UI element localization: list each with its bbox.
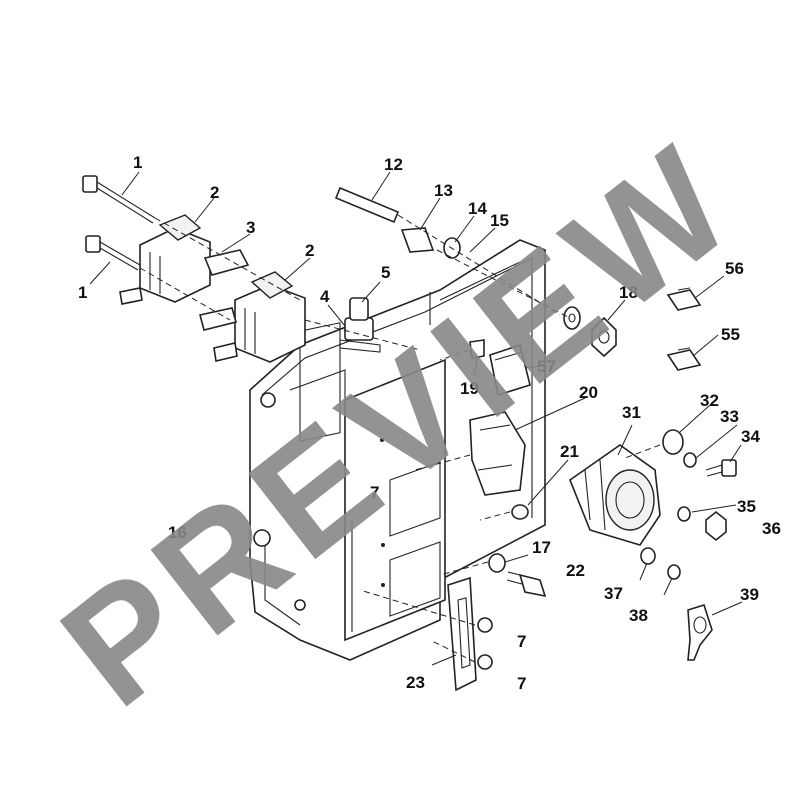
callout-37: 37 (604, 584, 623, 603)
callout-31: 31 (622, 403, 641, 422)
callout-32: 32 (700, 391, 719, 410)
callout-22: 22 (566, 561, 585, 580)
solenoid-lower (199, 271, 306, 363)
callout-3: 3 (246, 218, 255, 237)
grommet (662, 429, 684, 455)
push-switch (339, 297, 381, 353)
callout-4: 4 (320, 287, 330, 306)
terminal-boot (687, 603, 713, 661)
cap (511, 504, 529, 520)
callout-1-upper: 1 (133, 153, 142, 172)
callout-2-upper: 2 (210, 183, 219, 202)
callout-7-lower-nut: 7 (517, 674, 526, 693)
stud (334, 186, 400, 224)
callout-33: 33 (720, 407, 739, 426)
fuse-56 (666, 287, 702, 311)
module (469, 411, 526, 496)
relay-57 (489, 343, 531, 397)
callout-15: 15 (490, 211, 509, 230)
callout-16: 16 (168, 523, 187, 542)
nut-7-upper (477, 617, 493, 633)
bolt-34 (705, 459, 737, 477)
bolt-upper (82, 175, 156, 224)
callout-7-upper-nut: 7 (517, 632, 526, 651)
callout-18: 18 (619, 283, 638, 302)
callout-38: 38 (629, 606, 648, 625)
callout-labels: 1 1 2 2 3 4 5 7 7 7 12 13 14 15 16 17 18… (78, 153, 781, 693)
leader-lines (89, 171, 743, 666)
callout-34: 34 (741, 427, 760, 446)
starter-solenoid (569, 444, 661, 546)
callout-13: 13 (434, 181, 453, 200)
callout-20: 20 (579, 383, 598, 402)
sleeve (400, 227, 435, 253)
nut-36 (705, 510, 727, 542)
callout-2-lower: 2 (305, 241, 314, 260)
washer-35 (677, 506, 691, 522)
spring-38 (667, 564, 681, 580)
callout-35: 35 (737, 497, 756, 516)
fuse-55 (666, 347, 702, 371)
washer-lower (488, 553, 506, 573)
callout-36: 36 (762, 519, 781, 538)
cover-plate (344, 358, 446, 642)
callout-17: 17 (532, 538, 551, 557)
bolt-22 (506, 571, 547, 598)
nut (591, 316, 617, 358)
callout-55: 55 (721, 325, 740, 344)
callout-5: 5 (381, 263, 390, 282)
callout-1-lower: 1 (78, 283, 87, 302)
callout-12: 12 (384, 155, 403, 174)
callout-23: 23 (406, 673, 425, 692)
callout-39: 39 (740, 585, 759, 604)
bracket (447, 576, 477, 692)
bolt-lower (85, 235, 141, 271)
solenoid-upper (119, 214, 250, 305)
callout-56: 56 (725, 259, 744, 278)
callout-14: 14 (468, 199, 487, 218)
washer-upper (563, 306, 581, 330)
small-plug (469, 339, 485, 359)
callout-19: 19 (460, 379, 479, 398)
washer-33 (683, 452, 697, 468)
nut-37 (640, 547, 656, 565)
assembly-lines (139, 214, 661, 663)
callout-7-middle: 7 (370, 483, 379, 502)
callout-21: 21 (560, 442, 579, 461)
callout-57: 57 (537, 357, 556, 376)
nut-7-lower (477, 654, 493, 670)
